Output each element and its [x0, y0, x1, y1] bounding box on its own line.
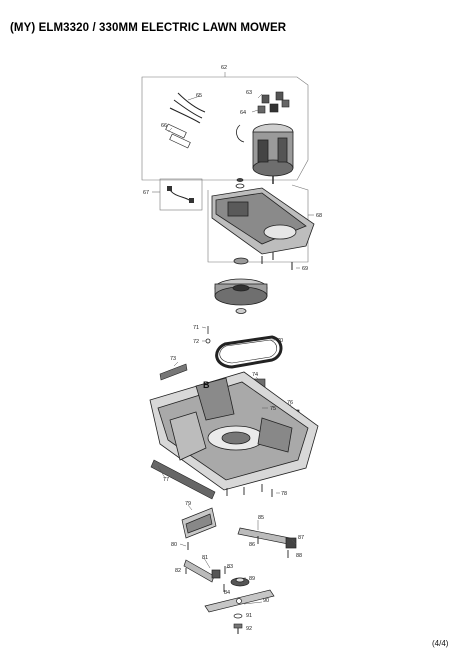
motor-housing: [211, 178, 315, 255]
callout-92: 92: [246, 626, 252, 632]
switch-parts: [257, 91, 290, 114]
callout-83: 83: [227, 564, 233, 570]
bolt-92: [233, 623, 243, 634]
callout-91: 91: [246, 613, 252, 619]
callout-71: 71: [193, 325, 199, 331]
view-marker-b: B: [203, 380, 210, 390]
blade-90: [204, 589, 275, 613]
small-parts-71-72: [205, 326, 211, 344]
callout-72: 72: [193, 339, 199, 345]
callout-77: 77: [163, 477, 169, 483]
housing-screws: [261, 252, 293, 270]
callout-69: 69: [302, 266, 308, 272]
mower-deck: [149, 371, 319, 491]
callout-84: 84: [224, 590, 230, 596]
callout-67: 67: [143, 190, 149, 196]
callout-64: 64: [240, 110, 246, 116]
lever-85: [237, 527, 297, 549]
callout-79: 79: [185, 501, 191, 507]
callout-70: 70: [277, 338, 283, 344]
harness-box: [159, 178, 203, 211]
drive-belt: [215, 335, 283, 369]
page-title: (MY) ELM3320 / 330MM ELECTRIC LAWN MOWER: [10, 22, 287, 34]
callout-75: 75: [270, 406, 276, 412]
washer-91: [233, 613, 243, 619]
callout-80: 80: [171, 542, 177, 548]
callout-66: 66: [161, 123, 167, 129]
blade-mount-81: [183, 559, 221, 583]
insulation-sleeve: [165, 123, 191, 149]
blade-adapter-89: [230, 577, 250, 587]
callout-73: 73: [170, 356, 176, 362]
housing-box: [207, 184, 309, 263]
brush-strip-77: [150, 459, 216, 500]
leader-lines: [152, 93, 314, 605]
callout-65: 65: [196, 93, 202, 99]
callout-74: 74: [252, 372, 258, 378]
callout-68: 68: [316, 213, 322, 219]
cable-group: [169, 92, 206, 124]
callout-62: 62: [221, 65, 227, 71]
callout-85: 85: [258, 515, 264, 521]
callout-88: 88: [296, 553, 302, 559]
callout-63: 63: [246, 90, 252, 96]
page-number: (4/4): [432, 639, 449, 648]
callout-89: 89: [249, 576, 255, 582]
callout-87: 87: [298, 535, 304, 541]
callout-86: 86: [249, 542, 255, 548]
motor: [236, 123, 294, 184]
deck-screws: [226, 484, 273, 497]
pulley: [214, 257, 268, 314]
callout-90: 90: [263, 598, 269, 604]
brush-strip-73: [159, 363, 188, 381]
callout-78: 78: [281, 491, 287, 497]
callout-76: 76: [287, 400, 293, 406]
callout-81: 81: [202, 555, 208, 561]
callout-82: 82: [175, 568, 181, 574]
bracket-79: [181, 507, 217, 539]
motor-assembly-box: [141, 72, 309, 181]
